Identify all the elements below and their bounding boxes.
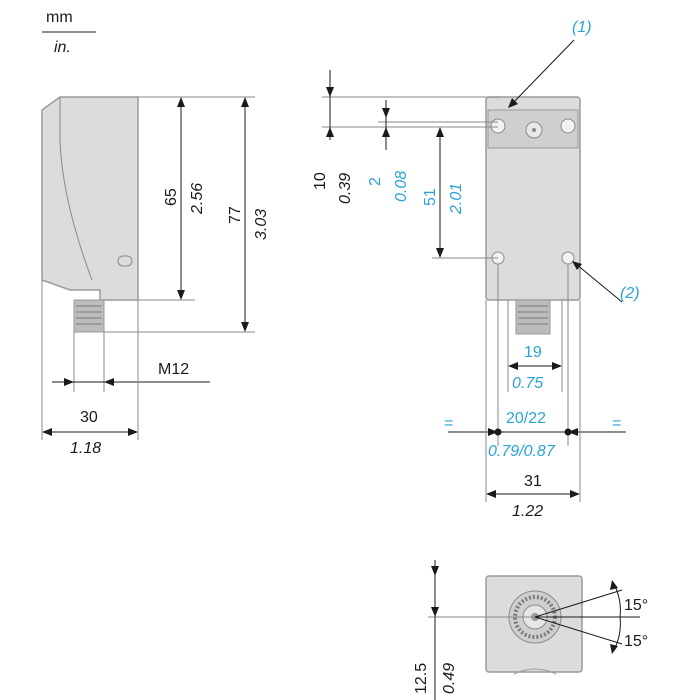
angle-line-bottom <box>534 616 623 645</box>
m12-arrow-left <box>64 378 74 386</box>
front-offset-mm: 2 <box>367 177 384 186</box>
angle-arrow-top <box>610 580 618 590</box>
arrow-2-bottom <box>382 127 390 137</box>
arrow-20-22-left <box>488 428 498 436</box>
front-view-connector-thread <box>518 305 548 325</box>
arrow-77-top <box>241 97 249 107</box>
callout-1-leader <box>511 39 575 105</box>
mount-dot-left <box>494 428 502 436</box>
front-view-connector <box>515 299 551 335</box>
callout-1-arrow <box>508 98 518 108</box>
side-width-mm: 30 <box>80 409 98 426</box>
front-hole-spacing-mm: 51 <box>422 188 439 206</box>
arrow-2-top <box>382 108 390 118</box>
unit-legend: mm in. <box>42 9 96 56</box>
callout-2-label: (2) <box>620 285 640 302</box>
side-view-cover-edge <box>59 97 93 281</box>
angle-bottom-label: 15° <box>624 633 648 650</box>
equal-sign-left: = <box>444 415 453 432</box>
front-hole-bottom-right <box>561 251 575 265</box>
arrow-12-5-bottom <box>431 607 439 617</box>
side-width-in: 1.18 <box>70 440 101 457</box>
arrow-10-top <box>326 87 334 97</box>
side-view-slot <box>117 255 133 267</box>
side-view-body <box>41 96 139 301</box>
m12-arrow-right <box>104 378 114 386</box>
front-hole-top-right <box>560 118 576 134</box>
front-hole-spacing-in: 2.01 <box>448 183 465 215</box>
front-width-in: 1.22 <box>512 503 543 520</box>
front-connector-in: 0.75 <box>512 375 543 392</box>
bottom-view: 15° 15° 12.5 0.49 <box>413 560 648 700</box>
side-total-in: 3.03 <box>253 209 270 240</box>
arrow-31-right <box>570 490 580 498</box>
bottom-depth-in: 0.49 <box>441 663 458 694</box>
angle-arc-top <box>613 583 621 618</box>
callout-1-label: (1) <box>572 19 592 36</box>
side-height-in: 2.56 <box>189 183 206 215</box>
angle-arrow-bottom <box>610 644 618 654</box>
callout-2-leader <box>575 263 623 303</box>
arrow-10-bottom <box>326 127 334 137</box>
front-top-mm: 10 <box>312 172 329 190</box>
callout-2-arrow <box>572 261 582 270</box>
angle-top-label: 15° <box>624 597 648 614</box>
side-total-mm: 77 <box>227 206 244 224</box>
arrow-30-left <box>42 428 52 436</box>
equal-sign-right: = <box>612 415 621 432</box>
front-pivot-screw-center <box>532 128 536 132</box>
front-view: (1) (2) 10 0.39 2 0.08 51 2.01 <box>312 19 640 520</box>
angle-line-top <box>534 589 623 618</box>
arrow-31-left <box>486 490 496 498</box>
bottom-view-edge-arc <box>513 668 557 675</box>
side-view-connector <box>73 299 105 333</box>
mount-dot-right <box>564 428 572 436</box>
arrow-19-right <box>552 362 562 370</box>
arrow-20-22-right <box>568 428 578 436</box>
unit-mm-label: mm <box>46 9 73 26</box>
front-mount-mm: 20/22 <box>506 410 546 427</box>
front-hole-top-left <box>490 118 506 134</box>
arrow-65-top <box>177 97 185 107</box>
arrow-19-left <box>508 362 518 370</box>
side-height-mm: 65 <box>163 188 180 206</box>
bottom-depth-mm: 12.5 <box>413 663 430 694</box>
side-view-connector-thread <box>76 305 102 325</box>
arrow-65-bottom <box>177 290 185 300</box>
front-connector-mm: 19 <box>524 344 542 361</box>
arrow-30-right <box>128 428 138 436</box>
side-view: 65 2.56 77 3.03 M12 30 1.18 <box>41 96 270 457</box>
front-mount-in: 0.79/0.87 <box>488 443 556 460</box>
thread-size: M12 <box>158 361 189 378</box>
angle-arc-bottom <box>613 616 621 651</box>
arrow-12-5-top <box>431 566 439 576</box>
arrow-51-bottom <box>436 248 444 258</box>
unit-in-label: in. <box>54 39 71 56</box>
arrow-51-top <box>436 127 444 137</box>
arrow-77-bottom <box>241 322 249 332</box>
front-offset-in: 0.08 <box>393 171 410 202</box>
front-top-in: 0.39 <box>337 173 354 204</box>
front-width-mm: 31 <box>524 473 542 490</box>
